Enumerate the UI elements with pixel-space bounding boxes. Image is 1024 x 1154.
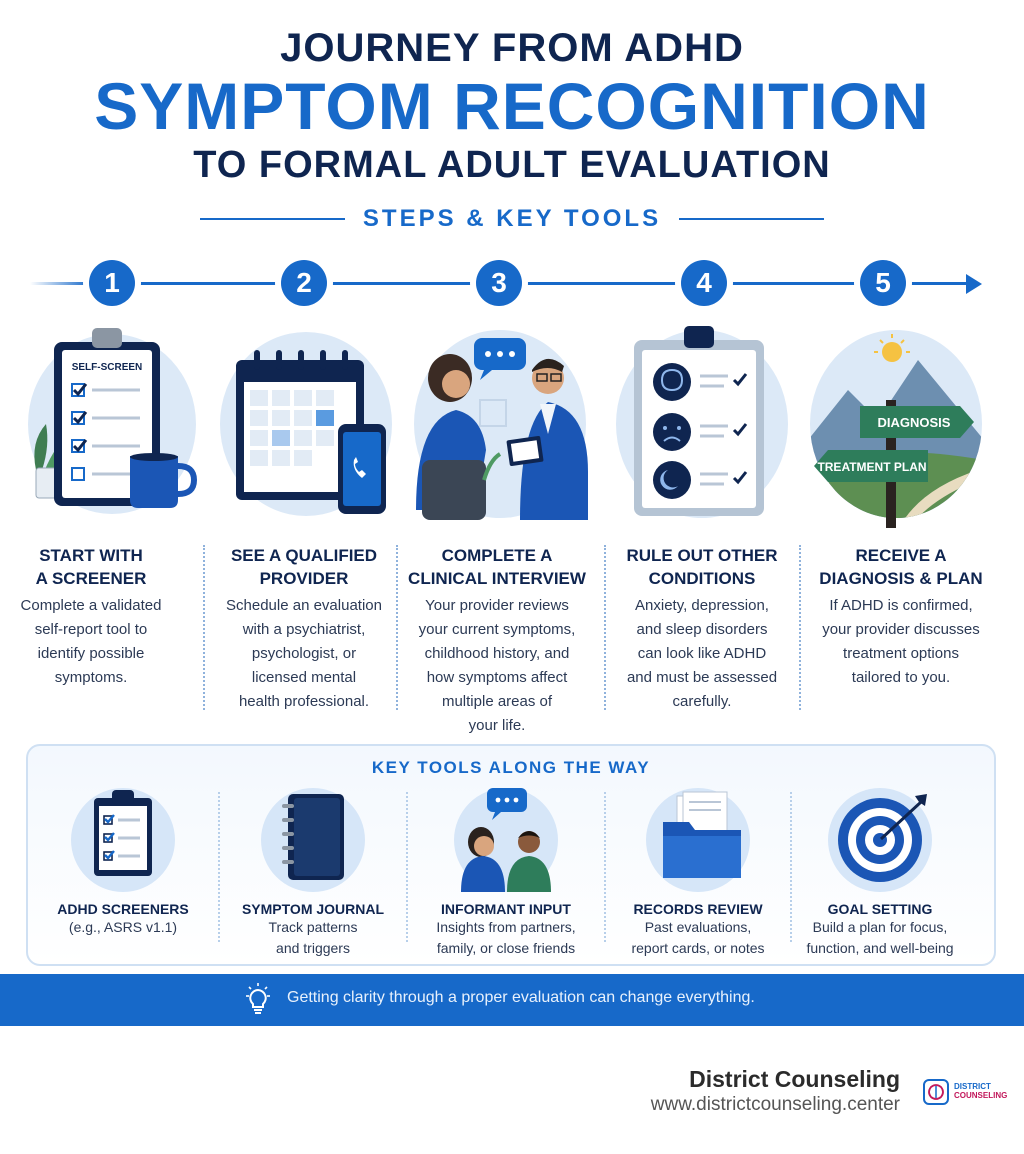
self-screen-label: SELF-SCREEN: [72, 362, 143, 373]
title-line-2: SYMPTOM RECOGNITION: [94, 69, 930, 143]
people-talking-icon: [454, 788, 558, 892]
brand-block: District Counseling www.districtcounseli…: [651, 1066, 900, 1116]
signpost-icon: DIAGNOSIS TREATMENT PLAN: [808, 320, 984, 530]
lightbulb-icon: [246, 983, 270, 1014]
title-line-3: TO FORMAL ADULT EVALUATION: [193, 144, 831, 186]
clipboard-icon: [71, 788, 175, 892]
divider-line: [679, 218, 825, 220]
tool-records-review: RECORDS REVIEW Past evaluations,report c…: [603, 782, 793, 959]
subtitle-row: STEPS & KEY TOOLS: [0, 205, 1024, 233]
subtitle: STEPS & KEY TOOLS: [362, 205, 662, 232]
tool-desc: (e.g., ASRS v1.1): [68, 919, 178, 935]
calendar-phone-icon: [218, 320, 394, 530]
column-divider: [396, 545, 398, 710]
folder-icon: [646, 788, 750, 892]
column-divider: [604, 545, 606, 710]
step-1-number: 1: [89, 260, 135, 306]
tool-informant-input: INFORMANT INPUT Insights from partners,f…: [411, 782, 601, 959]
conversation-icon: [412, 320, 588, 530]
brand-name: District Counseling: [689, 1066, 900, 1092]
tool-divider: [790, 792, 792, 942]
tool-name: SYMPTOM JOURNAL: [241, 901, 385, 917]
clipboard-checklist-icon: SELF-SCREEN: [22, 320, 198, 530]
sign-diagnosis: DIAGNOSIS: [878, 415, 951, 430]
tool-name: GOAL SETTING: [827, 901, 933, 917]
column-divider: [799, 545, 801, 710]
brand-logo: DISTRICT COUNSELING: [922, 1077, 1008, 1107]
target-icon: [828, 788, 932, 892]
step-5-desc: If ADHD is confirmed,your provider discu…: [822, 597, 980, 686]
step-3-number: 3: [476, 260, 522, 306]
tool-desc: Past evaluations,report cards, or notes: [631, 919, 765, 956]
tool-name: INFORMANT INPUT: [441, 901, 571, 917]
brain-logo-icon: [923, 1079, 949, 1105]
column-divider: [203, 545, 205, 710]
brand-logo-text: DISTRICT COUNSELING: [954, 1082, 1008, 1100]
tool-divider: [604, 792, 606, 942]
tool-divider: [406, 792, 408, 942]
conditions-checklist-icon: [614, 320, 790, 530]
tool-adhd-screeners: ADHD SCREENERS (e.g., ASRS v1.1): [28, 782, 218, 938]
tool-desc: Build a plan for focus,function, and wel…: [806, 919, 954, 956]
tool-name: ADHD SCREENERS: [57, 901, 189, 917]
step-5-number: 5: [860, 260, 906, 306]
tool-name: RECORDS REVIEW: [633, 901, 763, 917]
timeline-fade: [30, 282, 90, 285]
timeline-arrow-icon: [966, 274, 982, 294]
tool-desc: Insights from partners,family, or close …: [436, 919, 576, 956]
step-2-number: 2: [281, 260, 327, 306]
tool-divider: [218, 792, 220, 942]
divider-line: [199, 218, 345, 220]
tool-goal-setting: GOAL SETTING Build a plan for focus,func…: [785, 782, 975, 959]
journal-icon: [261, 788, 365, 892]
step-4-number: 4: [681, 260, 727, 306]
brand-url[interactable]: www.districtcounseling.center: [650, 1094, 900, 1115]
banner-message: Getting clarity through a proper evaluat…: [287, 989, 755, 1006]
key-tools-title: KEY TOOLS ALONG THE WAY: [371, 758, 651, 777]
sign-treatment-plan: TREATMENT PLAN: [817, 460, 926, 474]
title-line-1: JOURNEY FROM ADHD: [280, 26, 744, 70]
key-tools-panel: KEY TOOLS ALONG THE WAY ADHD SCREENERS (…: [26, 744, 996, 966]
bottom-banner: Getting clarity through a proper evaluat…: [0, 974, 1024, 1026]
